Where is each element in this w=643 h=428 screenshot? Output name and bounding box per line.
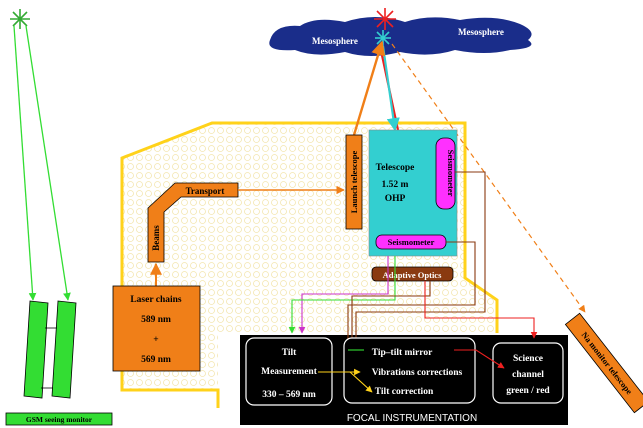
vibrations-corrections-label: Vibrations corrections bbox=[372, 368, 463, 378]
science-channel-box: Science channel green / red bbox=[492, 342, 564, 404]
seismometer-horizontal-label: Seismometer bbox=[388, 237, 435, 247]
launch-telescope-label: Launch telescope bbox=[349, 150, 359, 213]
laser-title: Laser chains bbox=[130, 295, 182, 305]
tilt-line2: Measurement bbox=[261, 367, 318, 377]
tilt-correction-label: Tilt correction bbox=[375, 387, 434, 397]
downlink-beams bbox=[352, 40, 400, 136]
laser-chains-box: Laser chains 589 nm + 569 nm bbox=[112, 285, 201, 372]
dome-enclosure-outline bbox=[120, 121, 499, 408]
laser-line2: 569 nm bbox=[141, 355, 171, 365]
tilt-line1: Tilt bbox=[282, 348, 297, 358]
laser-line1: 589 nm bbox=[141, 315, 171, 325]
focal-caption: FOCAL INSTRUMENTATION bbox=[347, 413, 477, 424]
gsm-label: GSM seeing monitor bbox=[26, 415, 93, 424]
correction-box: Tip–tilt mirror Vibrations corrections T… bbox=[343, 337, 476, 404]
mesosphere-right-label: Mesosphere bbox=[458, 27, 504, 37]
tip-tilt-mirror-label: Tip–tilt mirror bbox=[372, 348, 433, 358]
gsm-seeing-monitor: GSM seeing monitor bbox=[5, 300, 113, 426]
focal-internal-arrows bbox=[318, 349, 505, 393]
beams-label: Beams bbox=[151, 225, 161, 251]
mesosphere-cloud: Mesosphere Mesosphere bbox=[269, 17, 532, 56]
seismometer-vertical-label: Seismometer bbox=[446, 150, 456, 197]
na-monitor-label: Na monitor telescope bbox=[580, 330, 635, 396]
telescope-aperture: 1.52 m bbox=[382, 180, 409, 190]
mesosphere-left-label: Mesosphere bbox=[312, 36, 358, 46]
gsm-star-icon bbox=[10, 9, 30, 29]
na-monitor-dashed-line bbox=[391, 43, 586, 313]
tilt-line3: 330 – 569 nm bbox=[262, 390, 316, 400]
science-line3: green / red bbox=[506, 386, 550, 396]
adaptive-optics-label: Adaptive Optics bbox=[383, 270, 442, 280]
transport-label: Transport bbox=[186, 186, 225, 196]
laser-guide-star-icon bbox=[374, 8, 396, 46]
transport-beam-guide: Transport Beams bbox=[147, 182, 239, 263]
na-monitor-telescope: Na monitor telescope bbox=[564, 312, 643, 414]
adaptive-optics-box: Adaptive Optics bbox=[371, 266, 454, 282]
laser-plus: + bbox=[153, 335, 158, 345]
telescope-site: OHP bbox=[385, 194, 406, 204]
gsm-beams bbox=[13, 25, 71, 301]
science-line1: Science bbox=[513, 354, 543, 364]
signal-routing-lines bbox=[288, 171, 538, 355]
science-line2: channel bbox=[512, 370, 544, 380]
seismometer-horizontal: Seismometer bbox=[375, 234, 447, 250]
telescope-name: Telescope bbox=[376, 163, 415, 173]
seismometer-vertical: Seismometer bbox=[435, 137, 456, 210]
launch-telescope: Launch telescope bbox=[345, 134, 363, 230]
